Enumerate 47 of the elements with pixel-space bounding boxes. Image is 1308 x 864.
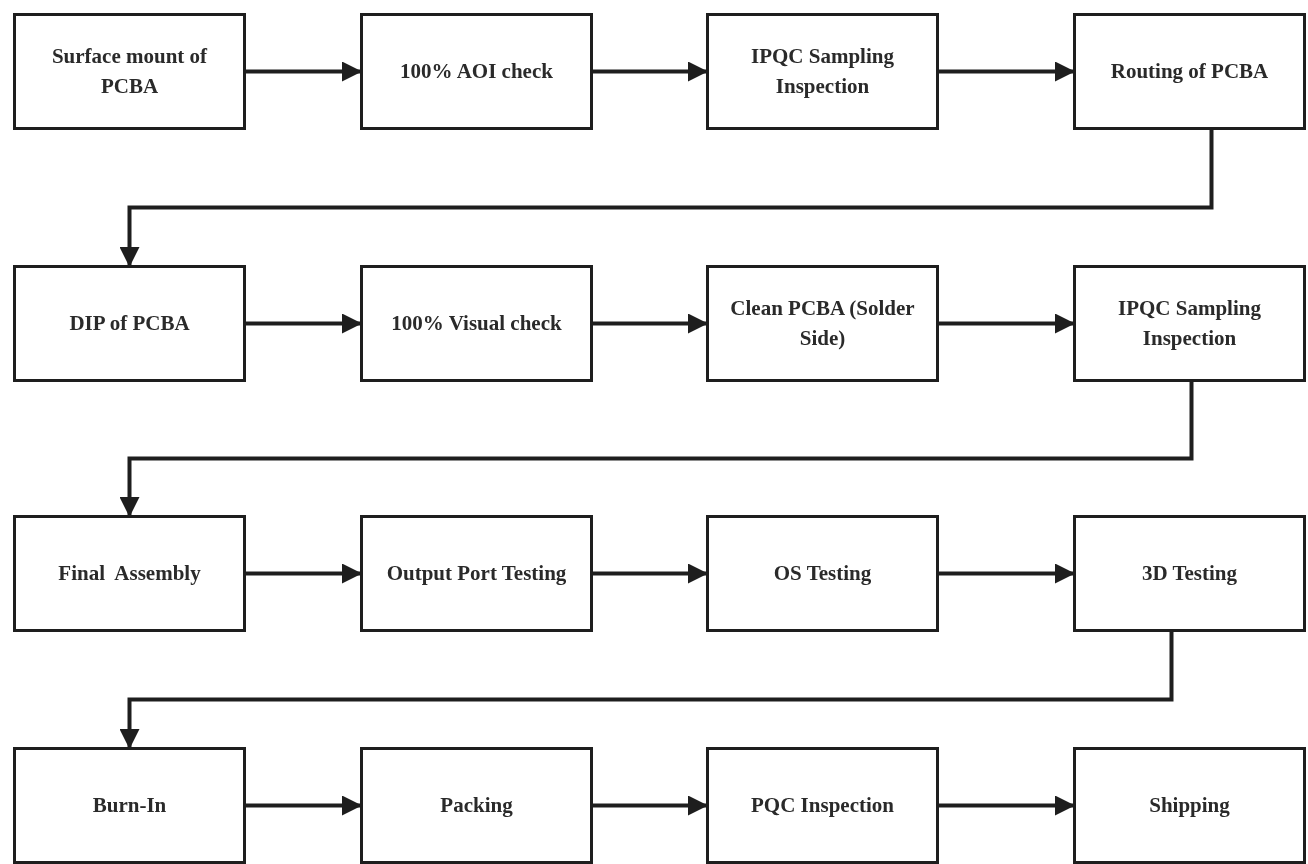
step-label: OS Testing [773, 559, 872, 587]
process-box [360, 515, 593, 632]
step-label: PQC Inspection [751, 791, 894, 819]
step-label: 100% AOI check [400, 57, 553, 85]
process-box [1073, 13, 1306, 130]
arrow [119, 632, 1174, 749]
arrow [246, 313, 362, 334]
process-box [706, 13, 939, 130]
process-box [13, 265, 246, 382]
arrow [119, 130, 1214, 267]
step-label: Output Port Testing [386, 559, 567, 587]
process-box [13, 515, 246, 632]
step-label: Shipping [1149, 791, 1230, 819]
process-box [360, 747, 593, 864]
step-label: Surface mount of PCBA [50, 43, 209, 100]
arrow [939, 563, 1075, 584]
step-label: DIP of PCBA [69, 309, 190, 337]
process-box [1073, 515, 1306, 632]
arrow [246, 61, 362, 82]
process-box [360, 265, 593, 382]
arrow [939, 313, 1075, 334]
process-box [706, 515, 939, 632]
process-box [1073, 265, 1306, 382]
step-label: Final Assembly [58, 559, 201, 587]
arrow [939, 61, 1075, 82]
step-label: Packing [440, 791, 513, 819]
process-box [706, 747, 939, 864]
step-label: Burn-In [92, 791, 167, 819]
step-label: 3D Testing [1141, 559, 1238, 587]
arrow [246, 795, 362, 816]
arrow [593, 563, 708, 584]
process-box [360, 13, 593, 130]
process-box [1073, 747, 1306, 864]
arrow [593, 313, 708, 334]
arrow [246, 563, 362, 584]
arrow [119, 382, 1194, 517]
process-box [13, 13, 246, 130]
arrow [593, 61, 708, 82]
process-box [706, 265, 939, 382]
step-label: 100% Visual check [391, 309, 562, 337]
step-label: Routing of PCBA [1110, 57, 1269, 85]
process-box [13, 747, 246, 864]
step-label: IPQC Sampling Inspection [750, 43, 895, 100]
step-label: Clean PCBA (Solder Side) [729, 295, 916, 352]
step-label: IPQC Sampling Inspection [1117, 295, 1262, 352]
arrow [593, 795, 708, 816]
arrow [939, 795, 1075, 816]
